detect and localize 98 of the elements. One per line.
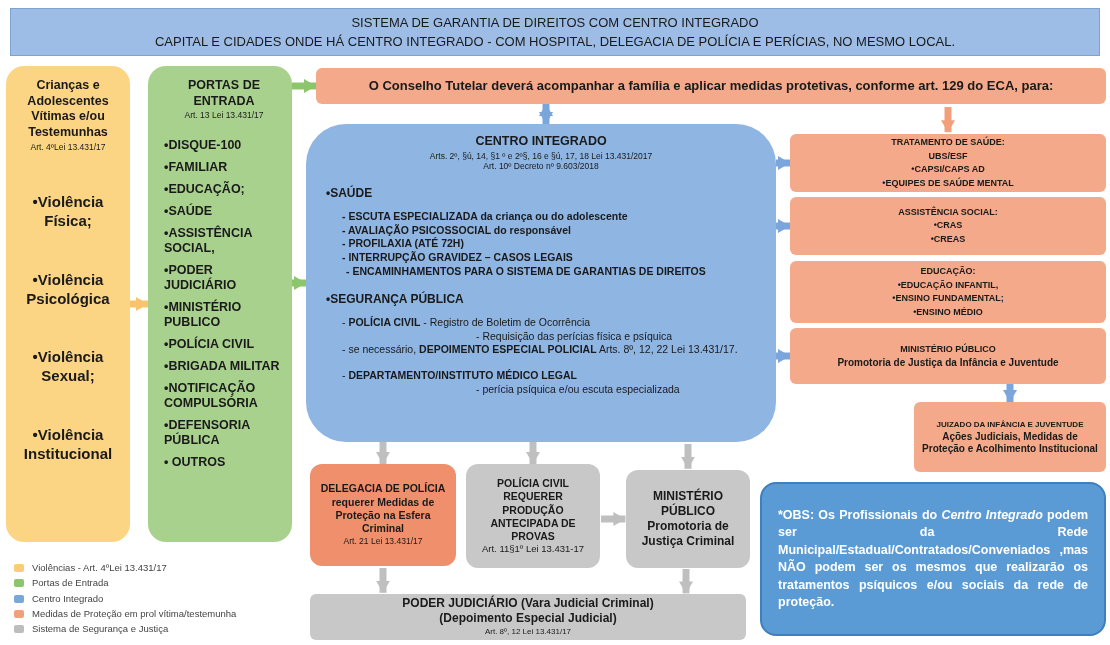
box-text: requerer Medidas de Proteção na Esfera Criminal <box>330 495 436 535</box>
list-item: - ESCUTA ESPECIALIZADA da criança ou do adolescente <box>341 210 629 224</box>
note-box <box>760 482 1106 636</box>
title-band <box>10 8 1100 56</box>
arrow <box>776 349 790 363</box>
list-item: •PODER JUDICIÁRIO <box>164 263 238 293</box>
legend-label: Sistema de Segurança e Justiça <box>32 622 169 636</box>
article-reference: Arts. 2º, §ú, 14, §1 º e 2º§, 16 e §ú, 17, 18 Lei 13.431/2017 <box>428 150 654 162</box>
list-item: - AVALIAÇÃO PSICOSSOCIAL do responsável <box>341 223 572 237</box>
list-item: •DEFENSORIA PÚBLICA <box>164 418 251 448</box>
arrow <box>679 569 693 594</box>
arrow <box>539 104 553 124</box>
list-item: - POLÍCIA CIVIL - Registro de Boletim de Ocorrência <box>341 316 592 330</box>
section-heading: •SAÚDE <box>326 184 374 202</box>
arrow <box>292 276 306 290</box>
article-reference: Art. 4ºLei 13.431/17 <box>30 140 106 154</box>
list-item: - INTERRUPÇÃO GRAVIDEZ – CASOS LEGAIS <box>341 250 574 265</box>
process-box <box>310 464 456 566</box>
box-text: O Conselho Tutelar deverá acompanhar a família e aplicar medidas protetivas, conforme art. 129 do ECA, para: <box>368 77 1054 96</box>
box-heading: EDUCAÇÃO: <box>920 265 976 278</box>
process-box <box>790 261 1106 323</box>
list-item: - DEPARTAMENTO/INSTITUTO MÉDICO LEGAL <box>341 369 578 383</box>
arrow <box>681 444 695 469</box>
list-item: •EDUCAÇÃO; <box>164 182 246 197</box>
box-heading: POLÍCIA CIVIL REQUERER PRODUÇÃO ANTECIPADA DE PROVAS <box>489 477 577 543</box>
legend-label: Portas de Entrada <box>32 576 109 591</box>
box-heading: PORTAS DE ENTRADA <box>187 78 261 110</box>
process-box <box>310 594 746 640</box>
category-box <box>6 66 130 542</box>
process-box <box>790 328 1106 384</box>
list-item: •CRAS <box>933 219 963 233</box>
box-heading: MINISTÉRIO PÚBLICO <box>900 343 996 356</box>
list-item: •Violência Física; <box>31 193 105 231</box>
list-item: •Violência Sexual; <box>31 348 105 386</box>
list-item: - Requisição das perícias física e psíquica <box>475 329 674 344</box>
legend-label: Centro Integrado <box>32 591 104 606</box>
article-reference: Art. 13 Lei 13.431/17 <box>183 109 265 122</box>
arrow <box>130 297 148 311</box>
list-item: •NOTIFICAÇÃO COMPULSÓRIA <box>164 381 259 411</box>
box-heading: JUIZADO DA INFÂNCIA E JUVENTUDE <box>936 418 1084 431</box>
list-item: •ENSINO FUNDAMENTAL; <box>892 292 1004 305</box>
box-text: Promotoria de Justiça da Infância e Juventude <box>837 356 1059 369</box>
box-heading: ASSISTÊNCIA SOCIAL: <box>898 205 998 219</box>
process-box <box>790 134 1106 192</box>
legend-label: Violências - Art. 4ºLei 13.431/17 <box>32 561 167 575</box>
category-box <box>148 66 292 542</box>
list-item: •CREAS <box>930 232 966 246</box>
title-text: SISTEMA DE GARANTIA DE DIREITOS COM CENTRO INTEGRADO <box>351 13 759 32</box>
list-item: - PROFILAXIA (ATÉ 72H) <box>341 237 465 251</box>
arrow <box>776 156 790 170</box>
list-item: - ENCAMINHAMENTOS PARA O SISTEMA DE GARANTIAS DE DIREITOS <box>345 264 707 279</box>
box-heading: PODER JUDICIÁRIO (Vara Judicial Criminal) <box>402 596 654 611</box>
arrow <box>776 219 790 233</box>
arrow <box>1003 384 1017 402</box>
arrow <box>292 79 316 93</box>
list-item: •POLÍCIA CIVIL <box>164 337 256 352</box>
list-item: •DISQUE-100 <box>164 138 243 153</box>
box-text: (Depoimento Especial Judicial) <box>439 611 617 626</box>
article-reference: Art. 21 Lei 13.431/17 <box>343 534 423 548</box>
list-item: •CAPSI/CAPS AD <box>911 163 985 176</box>
list-item: •Violência Psicológica <box>25 270 111 309</box>
arrow <box>601 512 626 526</box>
list-item: • OUTROS <box>164 455 227 470</box>
list-item: •BRIGADA MILITAR <box>164 359 281 374</box>
arrow <box>376 568 390 593</box>
process-box <box>790 197 1106 255</box>
article-reference: Art. 10º Decreto nº 9.603/2018 <box>482 161 600 172</box>
process-box <box>914 402 1106 472</box>
box-heading: DELEGACIA DE POLÍCIA <box>320 482 446 496</box>
process-box <box>466 464 600 568</box>
list-item: UBS/ESF <box>928 149 968 163</box>
process-box <box>626 470 750 568</box>
box-text: Ações Judiciais, Medidas de Proteção e Acolhimento Institucional <box>922 430 1098 456</box>
box-heading: Crianças e Adolescentes Vítimas e/ou Testemunhas <box>26 78 110 141</box>
list-item: •MINISTÉRIO PUBLICO <box>164 300 243 330</box>
legend-label: Medidas de Proteção em prol vítima/testemunha <box>32 606 237 621</box>
list-item: •SAÚDE <box>164 204 214 219</box>
process-box <box>306 124 776 442</box>
list-item: •Violência Institucional <box>22 425 114 464</box>
list-item: •EDUCAÇÃO INFANTIL, <box>897 278 999 292</box>
process-box <box>316 68 1106 104</box>
article-reference: Art. 11§1º Lei 13.431-17 <box>481 542 585 555</box>
section-heading: •SEGURANÇA PÚBLICA <box>326 290 465 309</box>
list-item: •ENSINO MÉDIO <box>913 305 983 319</box>
title-text: CAPITAL E CIDADES ONDE HÁ CENTRO INTEGRADO - COM HOSPITAL, DELEGACIA DE POLÍCIA E PERÍCIAS, NO MESMO LOCAL. <box>154 33 956 51</box>
box-heading: CENTRO INTEGRADO <box>474 133 608 150</box>
list-item: •ASSISTÊNCIA SOCIAL, <box>164 226 253 256</box>
box-heading: TRATAMENTO DE SAÚDE: <box>891 136 1005 149</box>
list-item: - perícia psíquica e/ou escuta especializada <box>475 382 681 397</box>
note-text: *OBS: Os Profissionais do Centro Integrado podem ser da Rede Municipal/Estadual/Contratados/Conveniados ,mas NÃO podem ser os mesmos que realizarão os tratamentos psíquicos e/ou sociais da rede de proteção. <box>778 506 1088 611</box>
box-heading: MINISTÉRIO PÚBLICO <box>652 489 724 519</box>
article-reference: Art. 8º, 12 Lei 13.431/17 <box>484 626 572 638</box>
list-item: •FAMILIAR <box>164 160 229 175</box>
arrow <box>526 442 540 464</box>
list-item: •EQUIPES DE SAÚDE MENTAL <box>882 176 1014 190</box>
box-text: Promotoria de Justiça Criminal <box>640 519 736 549</box>
arrow <box>376 442 390 464</box>
list-item: - se necessário, DEPOIMENTO ESPECIAL POLICIAL Arts. 8º, 12, 22 Lei 13.431/17. <box>341 343 739 358</box>
